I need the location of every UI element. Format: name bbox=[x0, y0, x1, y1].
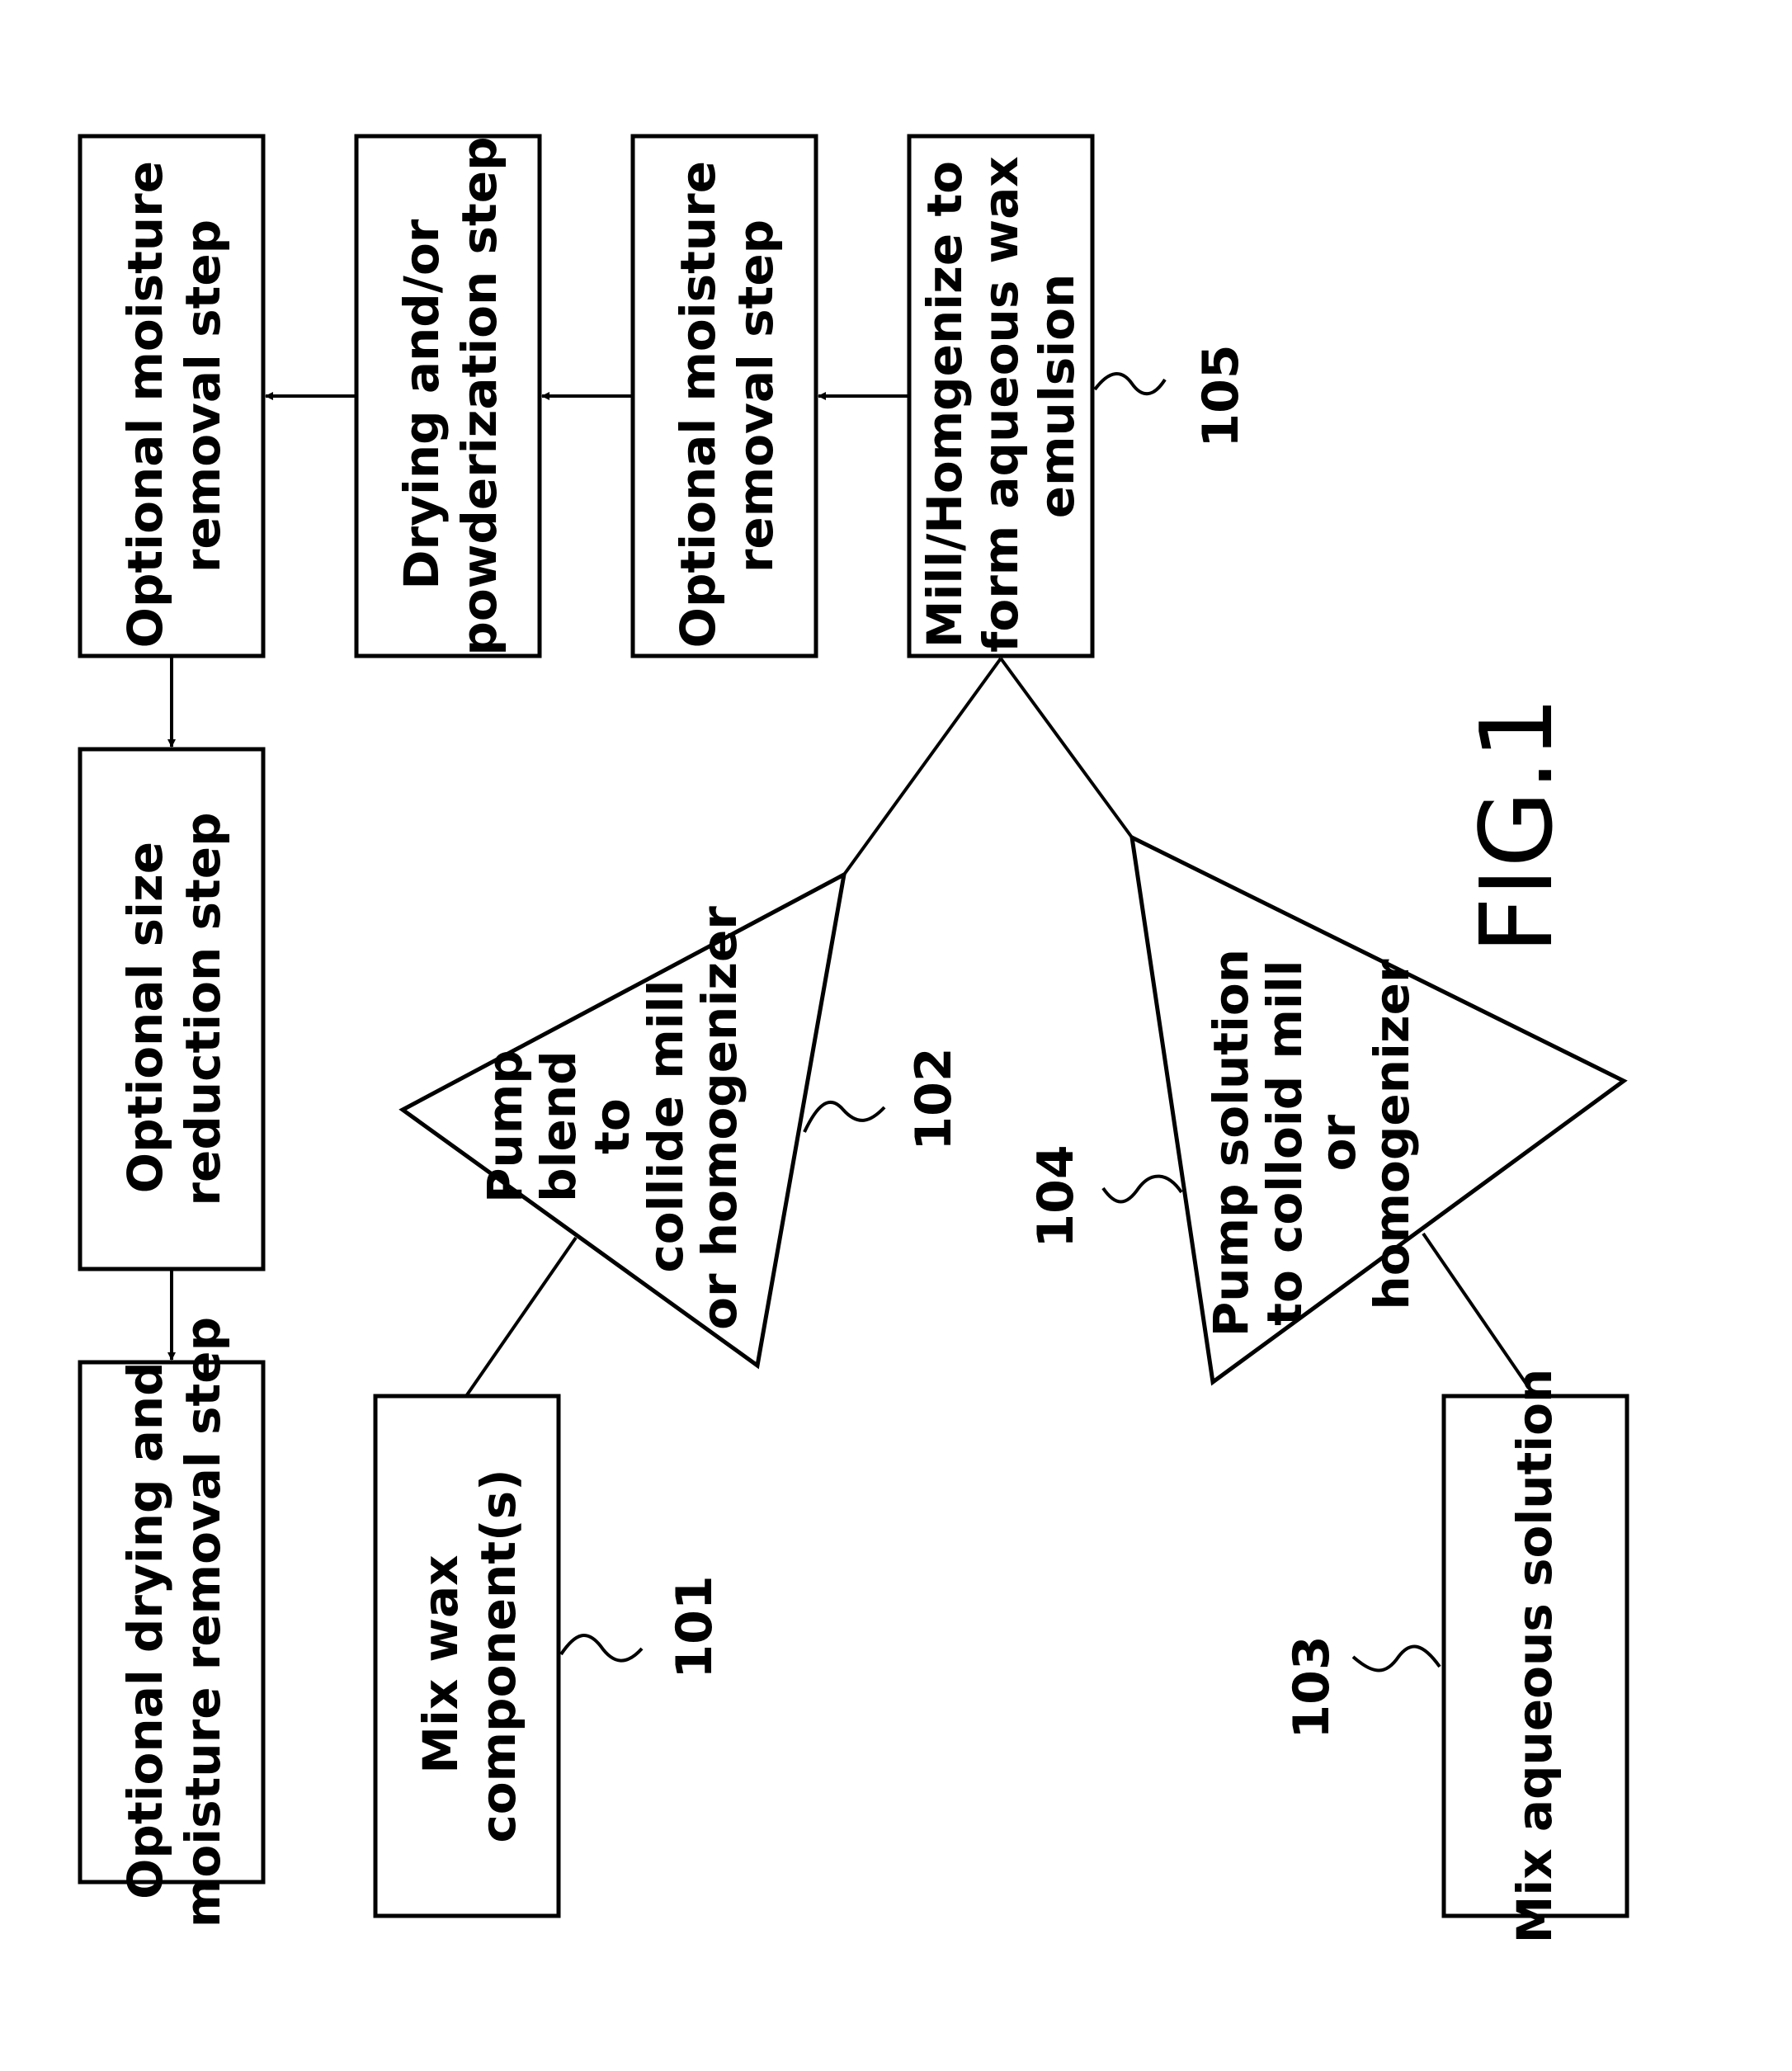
step-optional-size-reduction: Optional size reduction step bbox=[80, 749, 263, 1269]
step-label-line: component(s) bbox=[470, 1469, 526, 1842]
step-pump-blend: Pump blend to collide mill or homogenize… bbox=[403, 875, 844, 1366]
step-label-line: Pump solution bbox=[1203, 949, 1259, 1337]
ref-leader-104 bbox=[1103, 1177, 1181, 1202]
step-mill-homogenize: Mill/Homgenize to form aqueous wax emuls… bbox=[909, 136, 1092, 656]
ref-label-105: 105 bbox=[1192, 344, 1250, 447]
svg-text:Pump blend to: Pump blend to collide mill or homogenize… bbox=[477, 906, 747, 1330]
step-label-line: or bbox=[1310, 1114, 1366, 1171]
step-label-line: Mill/Homgenize to bbox=[917, 161, 973, 648]
connector-line bbox=[1001, 658, 1132, 837]
figure-title: FIG.1 bbox=[1460, 696, 1575, 954]
step-optional-moisture-removal-first: Optional moisture removal step bbox=[633, 136, 816, 656]
ref-leader-101 bbox=[561, 1635, 642, 1661]
step-label-line: reduction step bbox=[175, 812, 231, 1205]
step-label-line: blend bbox=[531, 1050, 587, 1202]
connector-line bbox=[466, 1238, 576, 1396]
ref-label-102: 102 bbox=[905, 1047, 963, 1150]
step-label-line: removal step bbox=[175, 219, 231, 573]
step-label-line: Mix aqueous solution bbox=[1507, 1369, 1563, 1944]
step-label-line: Mix wax bbox=[413, 1554, 469, 1773]
step-label-line: Optional moisture bbox=[117, 161, 173, 648]
step-label-line: emulsion bbox=[1029, 274, 1085, 519]
step-label-line: moisture removal step bbox=[175, 1317, 231, 1927]
ref-leader-105 bbox=[1095, 374, 1165, 394]
svg-text:Pump solution to colloid: Pump solution to colloid mill or homogen… bbox=[1203, 932, 1420, 1337]
step-optional-drying-moisture-removal: Optional drying and moisture removal ste… bbox=[80, 1317, 263, 1927]
ref-leader-103 bbox=[1353, 1647, 1440, 1671]
step-mix-aqueous-solution: Mix aqueous solution bbox=[1444, 1369, 1627, 1944]
step-label-line: to bbox=[584, 1098, 640, 1154]
ref-label-101: 101 bbox=[666, 1575, 724, 1678]
step-label-line: Drying and/or bbox=[394, 219, 450, 589]
ref-label-103: 103 bbox=[1283, 1635, 1341, 1738]
step-label-line: to colloid mill bbox=[1257, 960, 1313, 1325]
connector-line bbox=[844, 658, 1001, 875]
ref-label-104: 104 bbox=[1027, 1144, 1085, 1248]
step-label-line: Optional size bbox=[117, 842, 173, 1193]
step-drying-powderization: Drying and/or powderization step bbox=[356, 136, 540, 656]
step-label-line: form aqueous wax bbox=[973, 156, 1029, 653]
step-label-line: homogenizer bbox=[1364, 959, 1420, 1310]
step-label-line: powderization step bbox=[451, 136, 507, 655]
step-label-line: collide mill bbox=[638, 980, 694, 1273]
step-label-line: Pump bbox=[477, 1050, 533, 1203]
step-label-line: or homogenizer bbox=[691, 906, 747, 1330]
step-label-line: Optional drying and bbox=[117, 1361, 173, 1899]
ref-leader-102 bbox=[804, 1102, 884, 1132]
step-optional-moisture-removal-final: Optional moisture removal step bbox=[80, 136, 263, 656]
step-label-line: removal step bbox=[728, 219, 784, 573]
step-mix-wax-components: Mix wax component(s) bbox=[375, 1396, 559, 1916]
step-label-line: Optional moisture bbox=[670, 161, 726, 648]
